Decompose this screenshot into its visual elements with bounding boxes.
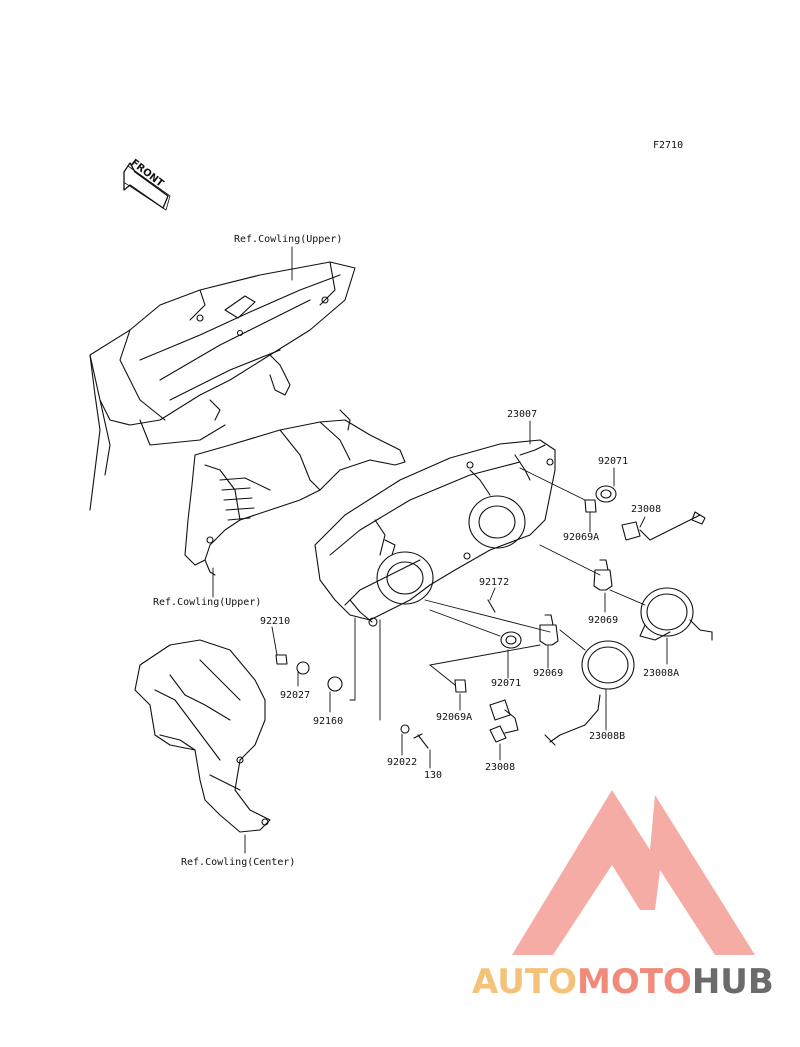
part-label-23008-b[interactable]: 23008 [485, 762, 516, 773]
socket-23008-a-drawing [621, 511, 706, 541]
part-label-92160[interactable]: 92160 [313, 716, 344, 727]
cowling-upper-inner-drawing [184, 409, 406, 576]
part-label-23008A[interactable]: 23008A [643, 668, 680, 679]
bulb-92069-a-drawing [593, 559, 613, 591]
watermark-hub: HUB [691, 962, 774, 1002]
leader-lines [212, 246, 668, 854]
ref-cowling-center[interactable]: Ref.Cowling(Center) [181, 857, 296, 868]
rubber-cap-23008B-drawing [544, 640, 635, 746]
headlight-assembly-drawing [314, 439, 556, 627]
part-label-23007[interactable]: 23007 [507, 409, 538, 420]
part-label-92069-b[interactable]: 92069 [533, 668, 564, 679]
part-label-92069A-a[interactable]: 92069A [563, 532, 600, 543]
watermark-auto: AUTO [472, 962, 577, 1002]
watermark-moto: MOTO [576, 962, 692, 1002]
cowling-center-drawing [134, 639, 271, 833]
watermark-text: AUTOMOTOHUB [472, 962, 774, 1002]
figure-code: F2710 [653, 140, 684, 151]
grommet-92071-b-drawing [500, 631, 522, 649]
socket-23008-b-drawing [489, 699, 519, 743]
watermark-logo-icon [512, 790, 755, 955]
front-arrow-icon [123, 162, 171, 211]
part-label-92172[interactable]: 92172 [479, 577, 510, 588]
part-label-92022[interactable]: 92022 [387, 757, 418, 768]
cowling-upper-top-drawing [89, 261, 356, 511]
part-label-92069A-b[interactable]: 92069A [436, 712, 473, 723]
part-label-92069-a[interactable]: 92069 [588, 615, 619, 626]
part-label-92210[interactable]: 92210 [260, 616, 291, 627]
part-label-92071-a[interactable]: 92071 [598, 456, 629, 467]
ref-cowling-upper-mid[interactable]: Ref.Cowling(Upper) [153, 597, 262, 608]
part-label-92071-b[interactable]: 92071 [491, 678, 522, 689]
rubber-cap-23008A-drawing [639, 587, 713, 641]
bulb-92069-b-drawing [539, 614, 559, 646]
part-label-130[interactable]: 130 [424, 770, 443, 781]
small-parts-drawing [275, 499, 597, 749]
ref-cowling-upper-top[interactable]: Ref.Cowling(Upper) [234, 234, 343, 245]
part-label-92027[interactable]: 92027 [280, 690, 311, 701]
part-label-23008B[interactable]: 23008B [589, 731, 626, 742]
part-label-23008-a[interactable]: 23008 [631, 504, 662, 515]
grommet-92071-a-drawing [595, 485, 617, 503]
